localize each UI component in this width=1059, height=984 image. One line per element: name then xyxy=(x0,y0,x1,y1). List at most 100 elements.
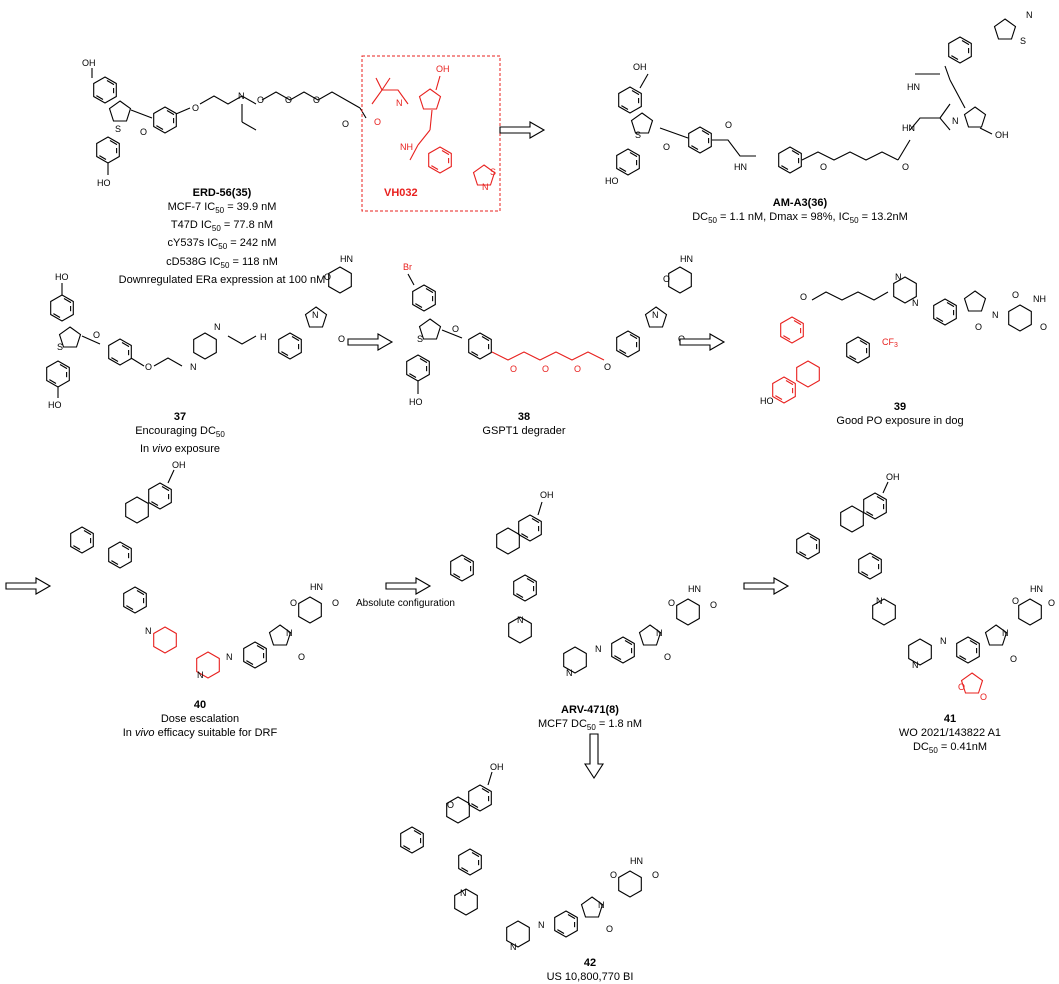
atom-n-40-iso: N xyxy=(286,628,293,638)
atom-o-38-peg1: O xyxy=(510,364,517,374)
atom-o-arv471-glut2: O xyxy=(710,600,717,610)
structure-39 xyxy=(772,276,1032,404)
atom-o-40-iso: O xyxy=(298,652,305,662)
atom-n-arv471-pz1: N xyxy=(566,668,573,678)
compound-name-40: 40 xyxy=(193,699,207,711)
atom-hn-arv471: HN xyxy=(688,584,701,594)
atom-oh-arv471: OH xyxy=(540,490,554,500)
arrow-38-to-39 xyxy=(679,333,725,351)
atom-o-42-chroman: O xyxy=(447,800,454,810)
c39-line-1: Good PO exposure in dog xyxy=(836,415,964,427)
atom-o-40-glut2: O xyxy=(332,598,339,608)
atom-o-41-diox1: O xyxy=(958,682,965,692)
atom-o-37: O xyxy=(93,330,100,340)
atom-o-arv471-iso: O xyxy=(664,652,671,662)
vh032-box xyxy=(361,55,501,212)
arrow-40-to-arv471 xyxy=(385,577,431,595)
structure-40 xyxy=(70,469,322,679)
atom-n-42-pip: N xyxy=(460,888,467,898)
arrow-37-to-38 xyxy=(347,333,393,351)
atom-s-37: S xyxy=(57,342,63,352)
atom-n-37-pip1: N xyxy=(190,362,197,372)
atom-n-vh032-thiazole: N xyxy=(482,182,489,192)
atom-n-38-iso: N xyxy=(652,310,659,320)
atom-n-erd56: N xyxy=(238,91,245,101)
structure-41 xyxy=(796,481,1042,694)
compound-name-erd56: ERD-56(35) xyxy=(192,187,252,199)
atom-n-37-iso: N xyxy=(312,310,319,320)
atom-ho-ama3: HO xyxy=(605,176,619,186)
atom-n-42-iso: N xyxy=(598,900,605,910)
atom-o-41-diox2: O xyxy=(980,692,987,702)
structure-42 xyxy=(400,771,642,948)
c42-line-1: US 10,800,770 BI xyxy=(546,971,634,983)
atom-o-vh032: O xyxy=(374,117,381,127)
atom-o-erd56-peg2: O xyxy=(285,95,292,105)
c41-line-1: WO 2021/143822 A1 xyxy=(898,727,1002,739)
atom-o-37-glut: O xyxy=(324,272,331,282)
atom-n-40-pz2: N xyxy=(226,652,233,662)
atom-oh-ama3-2: OH xyxy=(995,130,1009,140)
erd56-line-0: MCF-7 IC50 = 39.9 nM xyxy=(167,201,277,216)
atom-hn-37: HN xyxy=(340,254,353,264)
atom-o-41-iso: O xyxy=(1010,654,1017,664)
atom-n-42-pz2: N xyxy=(538,920,545,930)
atom-oh-ama3: OH xyxy=(633,62,647,72)
atom-s-erd56: S xyxy=(115,124,121,134)
atom-hn-ama3-2: HN xyxy=(902,123,915,133)
arrow-arv471-to-41 xyxy=(743,577,789,595)
structure-37 xyxy=(46,266,352,398)
atom-oh-40: OH xyxy=(172,460,186,470)
structure-erd56 xyxy=(91,68,367,175)
atom-hn-39: NH xyxy=(1033,294,1046,304)
structure-arv471 xyxy=(450,501,700,674)
atom-n-41-pip: N xyxy=(876,596,883,606)
atom-o-41-glut: O xyxy=(1012,596,1019,606)
caption-40: 40 Dose escalation In vivo efficacy suit… xyxy=(110,698,290,740)
atom-o-ama3-c: O xyxy=(902,162,909,172)
atom-o-38: O xyxy=(452,324,459,334)
atom-n-ama3: N xyxy=(952,116,959,126)
atom-oh-37: HO xyxy=(55,272,69,282)
arv471-line: MCF7 DC50 = 1.8 nM xyxy=(538,718,642,733)
atom-ho-39: HO xyxy=(760,396,774,406)
atom-o-38-glut: O xyxy=(663,274,670,284)
vh032-label: VH032 xyxy=(384,187,418,199)
atom-n-39-pip2: N xyxy=(912,298,919,308)
atom-hn-40: HN xyxy=(310,582,323,592)
atom-n-41-pz2: N xyxy=(940,636,947,646)
atom-o-42-glut2: O xyxy=(652,870,659,880)
atom-br-38: Br xyxy=(403,262,412,272)
erd56-line-4: Downregulated ERa expression at 100 nM xyxy=(118,273,326,286)
atom-s-ama3: S xyxy=(635,130,641,140)
erd56-line-1: T47D IC50 = 77.8 nM xyxy=(170,219,274,234)
arrow-39-to-40 xyxy=(5,577,51,595)
atom-o-ama3-amide: O xyxy=(725,120,732,130)
c37-line-1: Encouraging DC50 xyxy=(135,425,225,440)
atom-n-arv471-pz2: N xyxy=(595,644,602,654)
atom-oh-erd56-bottom: HO xyxy=(97,178,111,188)
compound-name-39: 39 xyxy=(893,401,907,413)
structure-ama3 xyxy=(616,18,1017,176)
atom-o-41-glut2: O xyxy=(1048,598,1055,608)
atom-nh-37: H xyxy=(260,332,267,342)
atom-cf3-39: CF3 xyxy=(882,337,898,349)
atom-oh-vh032: OH xyxy=(436,64,450,74)
atom-o-38-peg2: O xyxy=(542,364,549,374)
atom-s-vh032: S xyxy=(490,167,496,177)
caption-38: 38 GSPT1 degrader xyxy=(454,410,594,438)
structure-38 xyxy=(406,266,692,394)
c41-line-2: DC50 = 0.41nM xyxy=(912,741,988,756)
atom-o-erd56-ether: O xyxy=(192,103,199,113)
atom-n-ama3-thiazole: N xyxy=(1026,10,1033,20)
atom-o-38-aryl: O xyxy=(604,362,611,372)
atom-hn-38: HN xyxy=(680,254,693,264)
atom-n-arv471-iso: N xyxy=(656,628,663,638)
arrow-arv471-to-42 xyxy=(584,733,604,779)
ama3-line: DC50 = 1.1 nM, Dmax = 98%, IC50 = 13.2nM xyxy=(692,211,908,226)
compound-name-42: 42 xyxy=(583,957,597,969)
atom-o-erd56-peg3: O xyxy=(313,95,320,105)
atom-n-40-pz1: N xyxy=(197,670,204,680)
caption-41: 41 WO 2021/143822 A1 DC50 = 0.41nM xyxy=(880,712,1020,758)
compound-name-ama3: AM-A3(36) xyxy=(772,197,828,209)
